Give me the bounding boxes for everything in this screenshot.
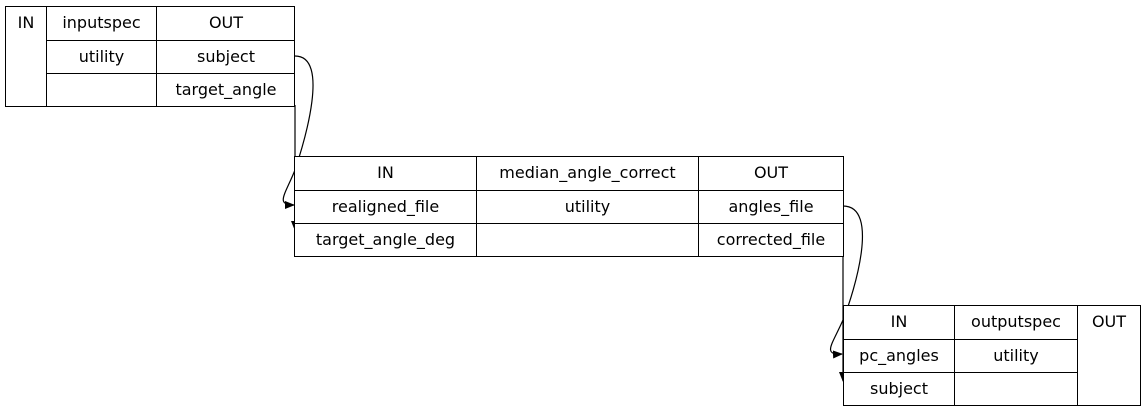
inputspec-name: inputspec [62, 13, 141, 32]
median-in-label: IN [377, 163, 394, 182]
median-output-corrected-file: corrected_file [716, 230, 826, 249]
outputspec-out-label: OUT [1091, 312, 1127, 331]
outputspec-input-pc-angles: pc_angles [859, 346, 939, 365]
median-name: median_angle_correct [499, 163, 676, 182]
median-input-target-angle-deg: target_angle_deg [315, 230, 456, 249]
inputspec-in-label: IN [17, 13, 35, 32]
outputspec-in-label: IN [890, 312, 908, 331]
median-input-realigned-file: realigned_file [331, 197, 440, 216]
node-median-angle-correct: IN median_angle_correct OUT realigned_fi… [294, 156, 844, 257]
inputspec-output-subject: subject [197, 47, 255, 66]
inputspec-output-target-angle: target_angle [175, 80, 277, 99]
outputspec-name: outputspec [971, 312, 1061, 331]
median-out-label: OUT [753, 163, 789, 182]
inputspec-out-label: OUT [208, 13, 244, 32]
outputspec-type: utility [993, 346, 1039, 365]
node-outputspec: IN outputspec OUT pc_angles utility subj… [843, 305, 1141, 406]
node-inputspec: IN inputspec OUT utility subject target_… [5, 6, 295, 107]
outputspec-input-subject: subject [870, 379, 928, 398]
median-type: utility [564, 197, 611, 216]
median-output-angles-file: angles_file [728, 197, 814, 216]
inputspec-type: utility [78, 47, 125, 66]
